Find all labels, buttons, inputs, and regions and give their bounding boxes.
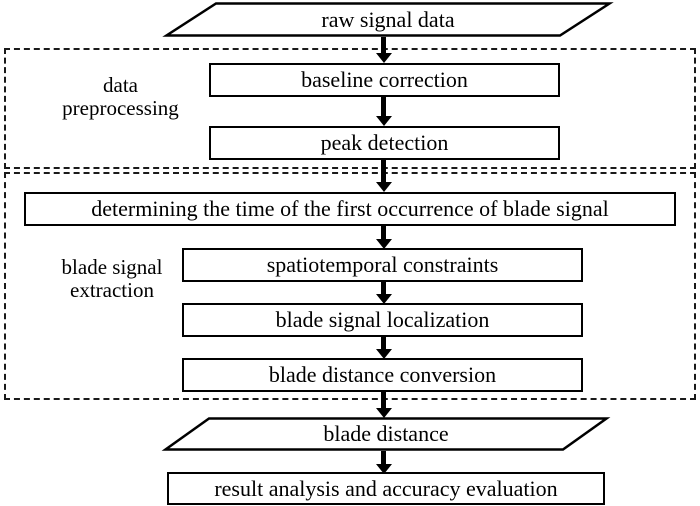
node-baseline-correction[interactable]: baseline correction (209, 63, 560, 97)
node-spatiotemporal-constraints[interactable]: spatiotemporal constraints (182, 248, 583, 282)
node-determining-first-occurrence[interactable]: determining the time of the first occurr… (24, 192, 676, 226)
group-data-preprocessing (4, 48, 696, 169)
parallelogram-shape-raw-signal-data (162, 2, 614, 37)
arrow-raw-to-baseline (375, 37, 392, 63)
group-label-data-preprocessing: data preprocessing (62, 73, 179, 120)
arrow-blade-distance-to-result (375, 451, 392, 474)
group-blade-signal-extraction (4, 172, 696, 400)
group-label-blade-signal-extraction: blade signal extraction (61, 255, 163, 302)
arrow-baseline-to-peak (375, 97, 392, 126)
node-result-analysis[interactable]: result analysis and accuracy evaluation (167, 472, 605, 505)
arrow-determining-to-spatiotemporal (375, 226, 392, 249)
node-label-peak-detection: peak detection (320, 130, 449, 155)
node-blade-distance[interactable]: blade distance (161, 417, 611, 451)
node-peak-detection[interactable]: peak detection (209, 126, 560, 160)
node-label-determining-first-occurrence: determining the time of the first occurr… (91, 196, 609, 221)
node-blade-signal-localization[interactable]: blade signal localization (182, 303, 583, 337)
node-raw-signal-data[interactable]: raw signal data (162, 2, 614, 37)
arrow-localization-to-conversion (375, 337, 392, 359)
parallelogram-shape-blade-distance (161, 417, 611, 451)
arrow-spatiotemporal-to-localization (375, 282, 392, 304)
node-label-baseline-correction: baseline correction (301, 67, 468, 92)
node-label-blade-distance-conversion: blade distance conversion (268, 362, 497, 387)
node-label-blade-signal-localization: blade signal localization (275, 307, 490, 332)
node-label-spatiotemporal-constraints: spatiotemporal constraints (266, 252, 499, 277)
node-label-result-analysis: result analysis and accuracy evaluation (214, 475, 558, 501)
node-label-raw-signal-data: raw signal data (321, 6, 455, 32)
arrow-peak-to-determining (375, 160, 392, 193)
node-blade-distance-conversion[interactable]: blade distance conversion (182, 358, 583, 392)
node-label-blade-distance: blade distance (323, 421, 449, 446)
arrow-conversion-to-blade-distance (375, 392, 392, 418)
